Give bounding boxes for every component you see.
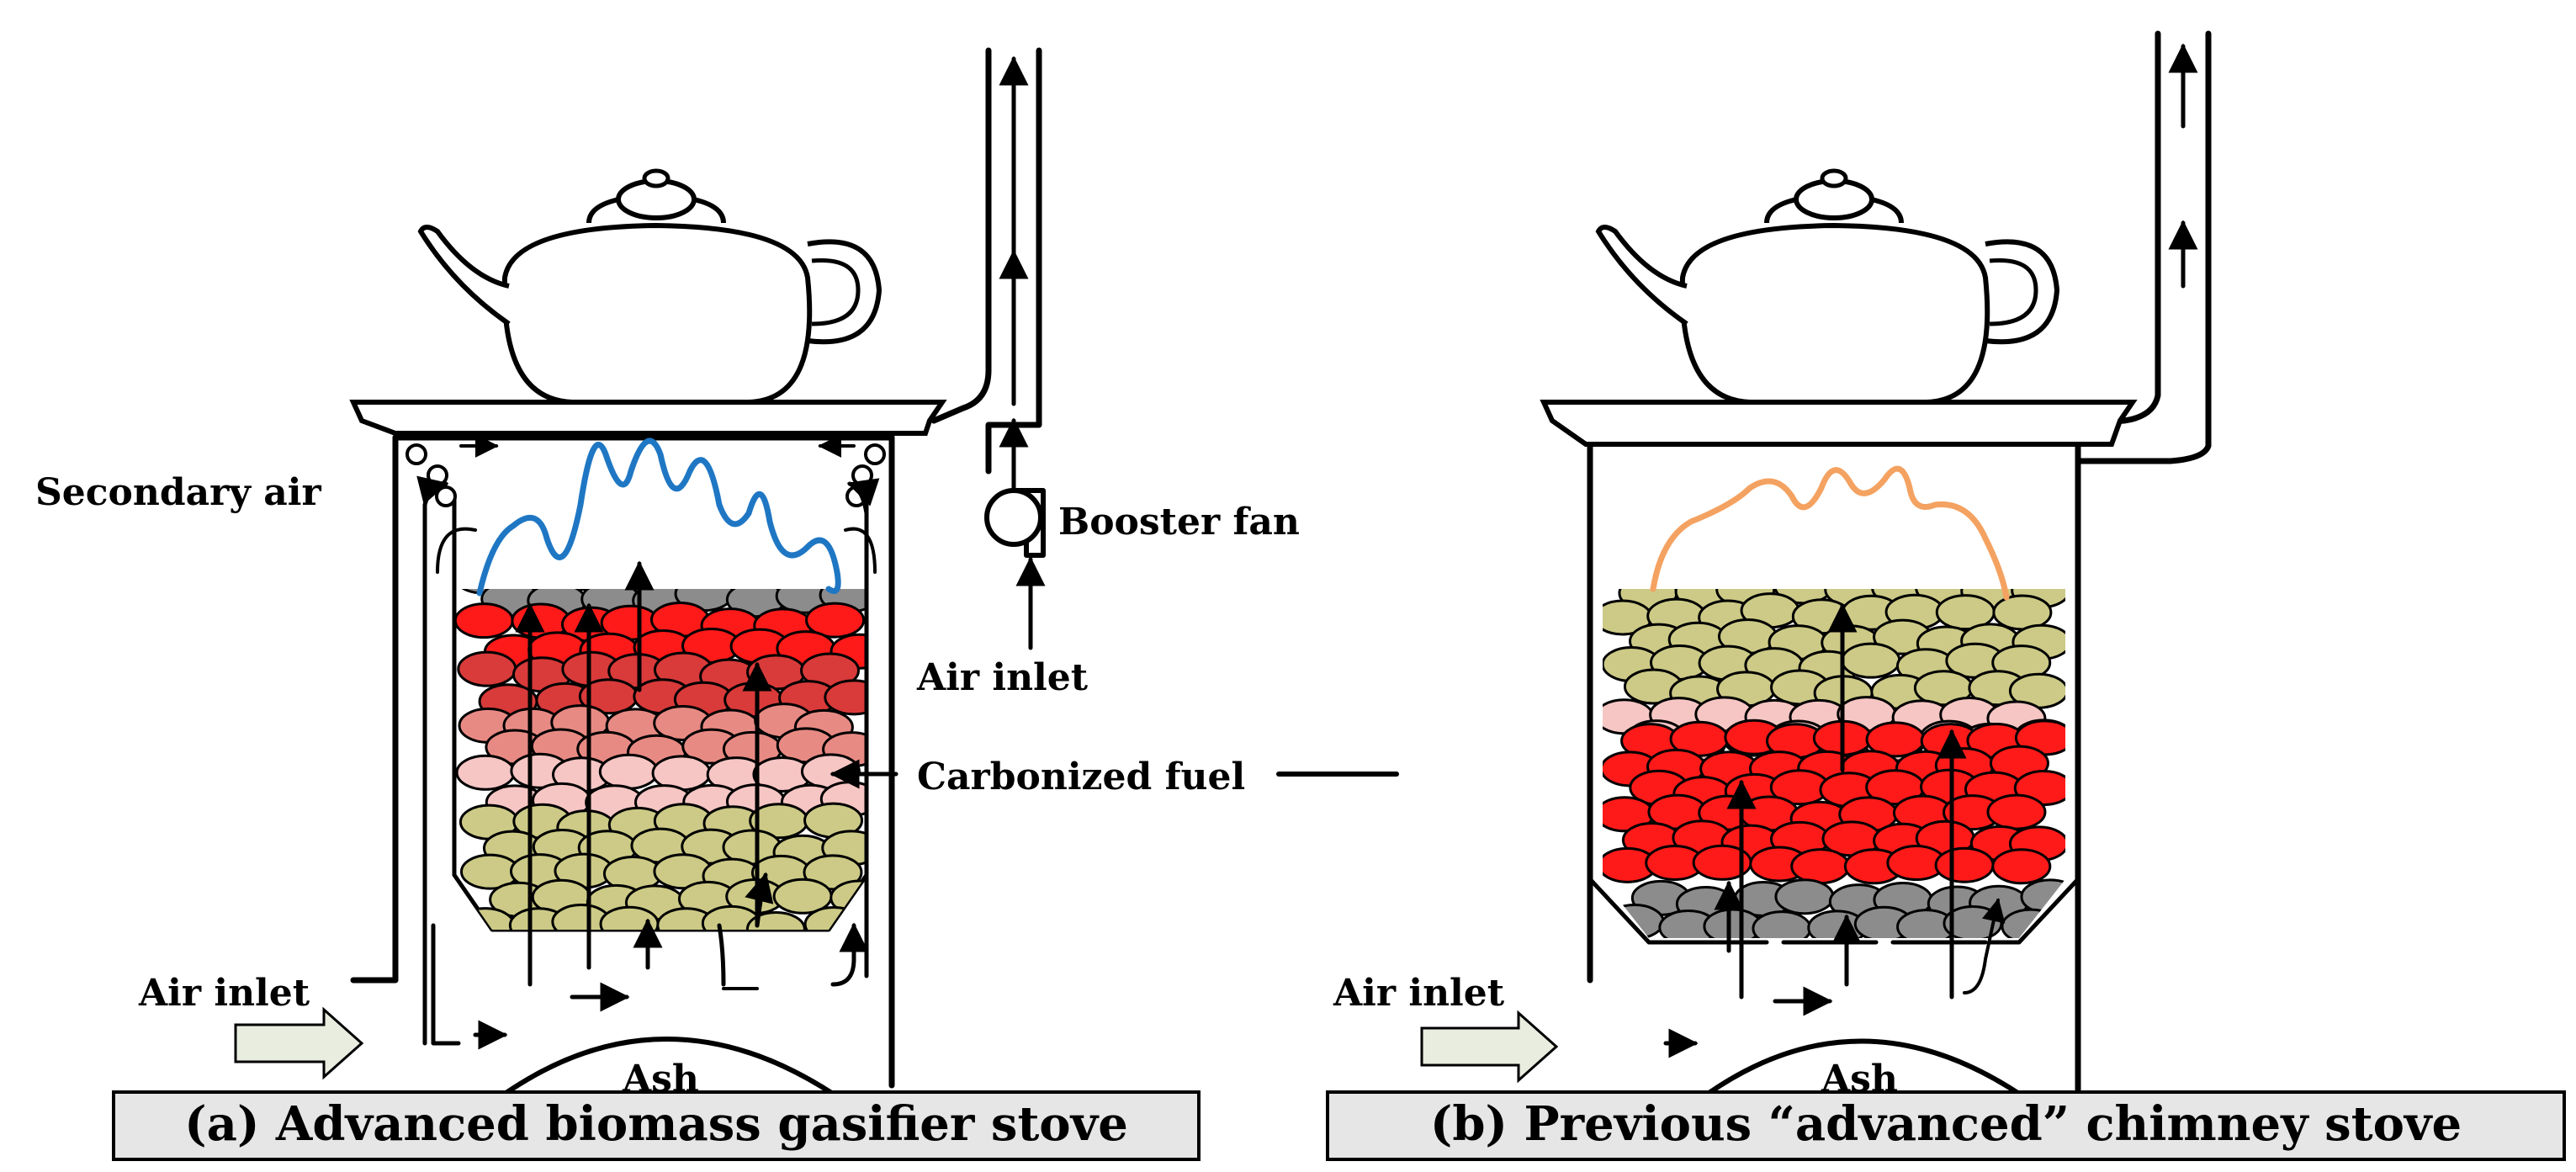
booster-fan: [984, 417, 1046, 650]
fuel-particle: [1604, 904, 1665, 938]
label-air-inlet-b: Air inlet: [1333, 972, 1505, 1015]
fuel-particle: [1934, 846, 1995, 883]
caption-box-a: [112, 1090, 1201, 1161]
label-secondary-air: Secondary air: [35, 471, 321, 514]
caption-b: (b) Previous “advanced” chimney stove: [1430, 1096, 2462, 1152]
fuel-particle: [803, 854, 863, 891]
fuel-particle: [1790, 848, 1851, 885]
air-inlet-arrow-a: [234, 1006, 364, 1080]
fuel-particle: [795, 589, 856, 593]
fuel-particle: [454, 602, 514, 639]
airflow-arrows-a: [416, 434, 898, 1050]
chimney-a: [930, 47, 1042, 475]
fuel-particle: [750, 589, 810, 590]
fuel-particle: [1991, 848, 2052, 885]
fuel-particle: [457, 650, 517, 687]
fuel-particle: [706, 589, 766, 590]
panel-b: Air inlet Ash (b) Previous “advanced” ch…: [1326, 30, 2566, 1161]
fuel-particle: [824, 679, 867, 716]
cooktop-plate-a: [349, 400, 947, 436]
chamber-funnel-left-b: [1587, 877, 1681, 945]
fuel-particle: [598, 753, 659, 790]
label-carbonized-fuel: Carbonized fuel: [917, 756, 1245, 798]
airflow-arrows-b: [1663, 602, 2006, 1058]
fuel-particle: [1774, 878, 1835, 915]
ash-mound-b: [1705, 1038, 2022, 1096]
fuel-particle: [745, 910, 806, 930]
chimney-b: [2058, 30, 2212, 464]
fuel-bed-b: [1603, 589, 2065, 938]
kettle-b: [1595, 168, 2060, 405]
label-air-inlet-a: Air inlet: [138, 972, 310, 1015]
flame-b: [1650, 465, 2010, 601]
secondary-air-valves-a: [405, 443, 886, 507]
ash-mound-a: [502, 1037, 835, 1096]
flame-a: [476, 438, 841, 597]
chamber-funnel-right-b: [1987, 877, 2080, 945]
outer-wall-left-a: [350, 434, 399, 984]
cooktop-plate-b: [1540, 400, 2138, 447]
fuel-particle: [509, 589, 570, 593]
fuel-particle: [455, 907, 516, 930]
caption-a: (a) Advanced biomass gasifier stove: [184, 1096, 1128, 1152]
panel-a: Secondary air Booster fan Air inlet Carb…: [35, 47, 1399, 1161]
label-booster-fan: Booster fan: [1058, 501, 1300, 544]
fuel-particle: [659, 589, 719, 591]
caption-box-b: [1326, 1090, 2566, 1161]
kettle-a: [417, 168, 883, 405]
fuel-bed-a: [454, 589, 867, 930]
label-air-inlet-fan: Air inlet: [916, 656, 1089, 699]
fuel-particle: [455, 754, 516, 791]
fuel-particle: [1841, 642, 1901, 679]
fuel-particle: [2001, 908, 2061, 938]
fuel-particle: [805, 602, 866, 639]
fuel-particle: [1986, 793, 2047, 830]
air-inlet-arrow-b: [1420, 1010, 1559, 1084]
fuel-particle: [550, 589, 611, 591]
